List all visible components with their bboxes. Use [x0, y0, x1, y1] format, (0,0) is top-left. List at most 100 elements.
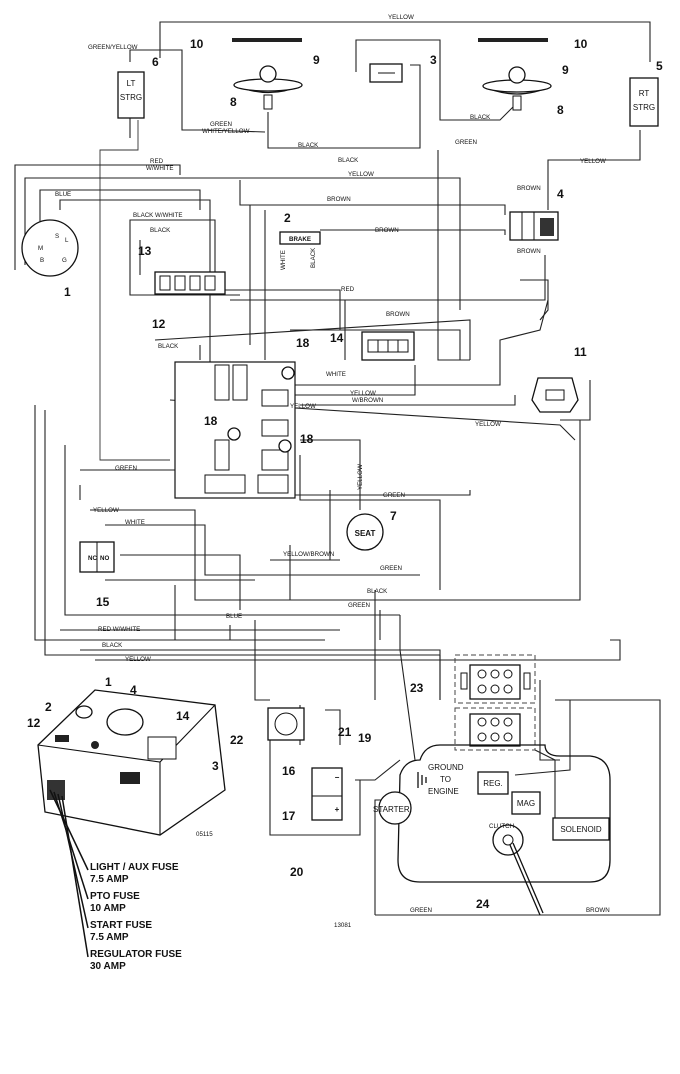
wire-label: YELLOW	[348, 171, 374, 178]
callout-9-right: 9	[562, 63, 569, 77]
solenoid-label: SOLENOID	[560, 825, 602, 834]
relay-11	[531, 377, 579, 413]
callout-1: 1	[64, 285, 71, 299]
wire-label: BLACK W/WHITE	[133, 212, 183, 219]
wire-label: BROWN	[517, 185, 541, 192]
inset-callout-14: 14	[176, 709, 190, 723]
starter-label: STARTER	[373, 805, 410, 814]
wire-label: BLACK	[310, 247, 317, 268]
key-s: S	[55, 233, 59, 240]
wire-label: YELLOW	[350, 390, 376, 397]
callout-18-left: 18	[204, 414, 218, 428]
wire-label: BLACK	[158, 343, 179, 350]
callout-6: 6	[152, 55, 159, 69]
wire-label: BROWN	[386, 311, 410, 318]
ground-label-2: TO	[440, 775, 451, 784]
callout-10-right: 10	[574, 37, 588, 51]
pto-switch-15: NC NO	[79, 541, 115, 573]
lt-steering-switch: LT STRG	[117, 71, 145, 119]
callout-23: 23	[410, 681, 424, 695]
wire-label: BLACK	[338, 157, 359, 164]
dash-panel-inset	[37, 689, 226, 836]
pto-clutch	[492, 824, 544, 916]
rt-label: RT	[639, 89, 650, 98]
wire-label: YELLOW	[290, 403, 316, 410]
wire-label: GREEN	[115, 465, 137, 472]
callout-8-right: 8	[557, 103, 564, 117]
ground-label-3: ENGINE	[428, 787, 459, 796]
wire-label: BLACK	[150, 227, 171, 234]
callout-21: 21	[338, 725, 352, 739]
nc-label: NC	[88, 555, 97, 562]
wire-label: BLACK	[102, 642, 123, 649]
wire-label: YELLOW/BROWN	[283, 551, 334, 558]
callout-12: 12	[152, 317, 166, 331]
callout-22: 22	[230, 733, 244, 747]
battery: + −	[311, 767, 343, 821]
wire-label: GREEN	[348, 602, 370, 609]
wire-label: YELLOW	[357, 464, 364, 490]
fuse-leader-lines	[49, 789, 89, 958]
wire-labels: YELLOW GREEN/YELLOW GREEN WHITE/YELLOW B…	[55, 14, 610, 914]
key-l: L	[65, 237, 69, 244]
wire-label: WHITE/YELLOW	[202, 128, 250, 135]
control-module	[174, 361, 296, 499]
brake-switch: BRAKE	[279, 231, 321, 245]
wire-label: BLACK	[367, 588, 388, 595]
callout-16: 16	[282, 764, 296, 778]
wire-label: BROWN	[586, 907, 610, 914]
wire-label: GREEN	[383, 492, 405, 499]
callout-11: 11	[574, 345, 587, 359]
wire-label: BROWN	[375, 227, 399, 234]
light-bar-left	[232, 38, 302, 42]
ground-symbol	[417, 772, 427, 788]
wire-label: BLACK	[470, 114, 491, 121]
callouts: 10 10 6 9 9 3 5 8 8 2 4 13 1 12 14 18 11…	[27, 37, 663, 911]
connector-23	[454, 654, 536, 704]
wire-label: RED	[150, 158, 164, 165]
inset-callout-3: 3	[212, 759, 219, 773]
inset-code: 05115	[196, 831, 213, 838]
wire-label: GREEN	[455, 139, 477, 146]
work-light-right	[482, 66, 552, 111]
connector-23b	[454, 707, 536, 751]
wire-label: YELLOW	[580, 158, 606, 165]
wire-label: W/WHITE	[146, 165, 174, 172]
wire-label: BLACK	[298, 142, 319, 149]
inset-callout-12: 12	[27, 716, 41, 730]
callout-4: 4	[557, 187, 564, 201]
seat-switch: SEAT	[346, 513, 384, 551]
wire-label: WHITE	[280, 250, 287, 270]
wire-label: RED	[341, 286, 355, 293]
callout-19: 19	[358, 731, 372, 745]
wire-label: BLUE	[226, 613, 242, 620]
no-label: NO	[100, 555, 109, 562]
callout-15: 15	[96, 595, 110, 609]
fuse-1-name: LIGHT / AUX FUSE	[90, 862, 179, 873]
key-switch: S L M B G	[21, 219, 79, 277]
fuse-1-amp: 7.5 AMP	[90, 874, 129, 885]
callout-20: 20	[290, 865, 304, 879]
lt-label: LT	[127, 79, 136, 88]
callout-17: 17	[282, 809, 296, 823]
wire-label: GREEN	[210, 121, 232, 128]
hour-meter-14	[361, 331, 415, 361]
inset-callout-2: 2	[45, 700, 52, 714]
connector-4	[509, 211, 559, 241]
brake-label: BRAKE	[289, 236, 311, 243]
fuse-2-name: PTO FUSE	[90, 891, 140, 902]
wire-label: YELLOW	[125, 656, 151, 663]
light-switch-3	[369, 63, 403, 83]
callout-3: 3	[430, 53, 437, 67]
wire-label: BROWN	[517, 248, 541, 255]
strg-label: STRG	[633, 103, 655, 112]
wire-label: WHITE	[326, 371, 346, 378]
fuse-3-amp: 7.5 AMP	[90, 932, 129, 943]
key-b: B	[40, 257, 44, 264]
light-bar-right	[478, 38, 548, 42]
starter-solenoid: SOLENOID	[552, 817, 610, 841]
rt-steering-switch: RT STRG	[629, 77, 659, 127]
wire-label: RED W/WHITE	[98, 626, 140, 633]
wire-label: W/BROWN	[352, 397, 383, 404]
